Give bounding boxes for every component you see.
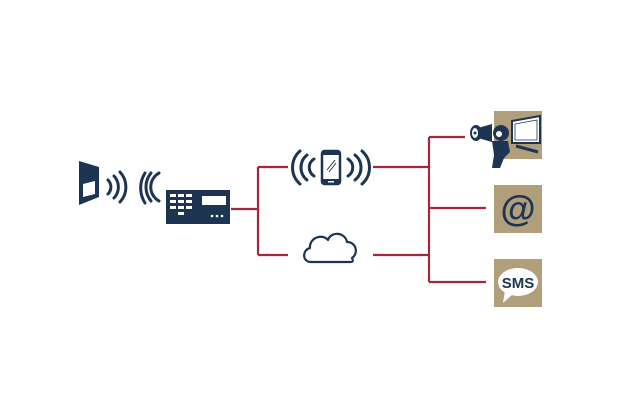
wireless-waves-icon [291,149,371,186]
door-sensor-icon [79,161,99,205]
alarm-keypad-icon [166,190,230,224]
connectors [231,135,486,284]
wireless-waves-icon [106,170,128,204]
smartphone-icon [320,149,342,186]
wireless-waves-icon [139,171,161,205]
email-at-icon: @ [494,185,542,233]
cloud-icon [303,232,357,264]
email-at-glyph: @ [500,188,535,229]
monitoring-operator-icon [470,111,542,168]
sms-bubble-icon: SMS [494,259,542,307]
sms-label: SMS [502,275,535,292]
